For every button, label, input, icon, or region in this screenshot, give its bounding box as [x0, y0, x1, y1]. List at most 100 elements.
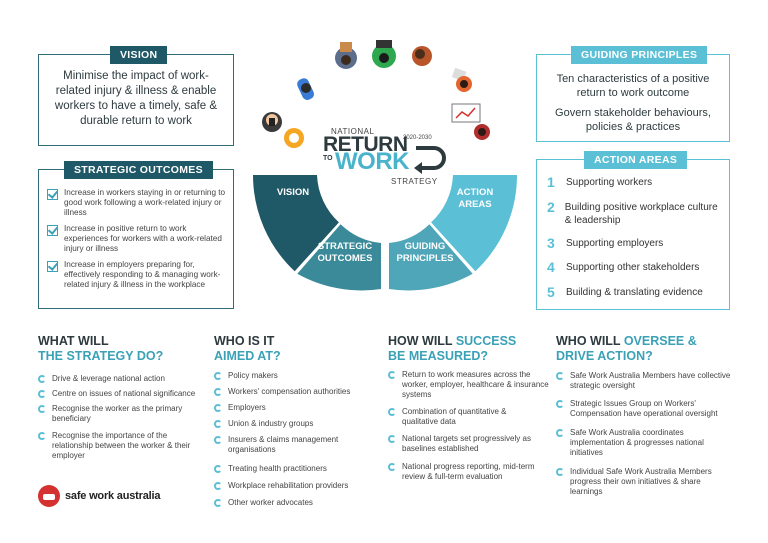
bullet-icon	[214, 465, 222, 473]
logo-text: safe work australia	[65, 490, 161, 502]
list-item: Treating health practitioners	[214, 464, 374, 474]
bullet-icon	[556, 400, 564, 408]
outcomes-segment-label: STRATEGIC OUTCOMES	[317, 241, 373, 264]
guiding-principles-segment	[389, 224, 473, 291]
action-item: 3 Supporting employers	[547, 235, 664, 251]
strategy-ring	[253, 175, 517, 291]
list-item: Combination of quantitative & qualitativ…	[388, 407, 538, 427]
oversee-column: WHO WILL OVERSEE & DRIVE ACTION?	[556, 334, 697, 364]
list-item: Drive & leverage national action	[38, 374, 208, 384]
list-item: Recognise the importance of the relation…	[38, 431, 198, 461]
action-item: 4 Supporting other stakeholders	[547, 259, 700, 275]
bullet-icon	[38, 432, 46, 440]
who-heading: WHO IS IT AIMED AT?	[214, 334, 281, 363]
bullet-icon	[388, 435, 396, 443]
strategic-outcomes-label: STRATEGIC OUTCOMES	[64, 161, 213, 179]
bullet-icon	[556, 372, 564, 380]
list-item: Policy makers	[214, 371, 374, 381]
list-item: Recognise the worker as the primary bene…	[38, 404, 198, 424]
how-column: HOW WILL SUCCESS BE MEASURED?	[388, 334, 516, 364]
return-arrow-icon	[414, 146, 446, 174]
bullet-icon	[214, 420, 222, 428]
list-item: Insurers & claims management organisatio…	[214, 435, 364, 455]
vision-segment	[253, 175, 339, 272]
list-item: Individual Safe Work Australia Members p…	[556, 467, 732, 497]
list-item: National progress reporting, mid-term re…	[388, 462, 550, 482]
action-number: 5	[547, 284, 555, 300]
title-strategy: STRATEGY	[391, 177, 438, 186]
title-work: WORK	[335, 148, 409, 175]
bullet-icon	[388, 408, 396, 416]
person-figure	[412, 46, 432, 66]
person-figure	[335, 42, 357, 69]
oversee-heading: WHO WILL OVERSEE & DRIVE ACTION?	[556, 334, 697, 363]
checkbox-icon	[47, 261, 58, 272]
bullet-icon	[556, 429, 564, 437]
safe-work-australia-logo: safe work australia	[38, 485, 160, 507]
title-to: TO	[323, 155, 333, 162]
list-item: Other worker advocates	[214, 498, 374, 508]
action-number: 4	[547, 259, 555, 275]
bullet-icon	[214, 436, 222, 444]
list-item: Safe Work Australia Members have collect…	[556, 371, 732, 391]
whiteboard-figure	[451, 103, 490, 140]
person-figure	[372, 40, 396, 68]
title-years: 2020-2030	[403, 135, 432, 141]
bullet-icon	[38, 405, 46, 413]
guiding-principles-text-1: Ten characteristics of a positive return…	[556, 73, 710, 99]
checkbox-icon	[47, 189, 58, 200]
action-number: 3	[547, 235, 555, 251]
bullet-icon	[214, 482, 222, 490]
strategic-outcomes-panel: Increase in workers staying in or return…	[38, 169, 234, 309]
action-areas-panel: 1 Supporting workers 2 Building positive…	[536, 159, 730, 310]
actions-segment-label: ACTION AREAS	[456, 187, 494, 210]
action-item: 1 Supporting workers	[547, 174, 653, 190]
list-item: Workplace rehabilitation providers	[214, 481, 374, 491]
vision-segment-label: VISION	[276, 187, 310, 198]
strategic-outcomes-segment	[297, 224, 381, 291]
guiding-principles-label: GUIDING PRINCIPLES	[571, 46, 708, 64]
action-areas-label: ACTION AREAS	[584, 151, 688, 169]
vision-text: Minimise the impact of work-related inju…	[54, 70, 218, 127]
how-heading: HOW WILL SUCCESS BE MEASURED?	[388, 334, 517, 363]
what-column: WHAT WILL THE STRATEGY DO?	[38, 334, 163, 364]
bullet-icon	[388, 371, 396, 379]
title-national: NATIONAL	[331, 127, 375, 136]
bullet-icon	[556, 468, 564, 476]
list-item: Workers' compensation authorities	[214, 387, 374, 397]
bullet-icon	[38, 375, 46, 383]
outcome-item: Increase in workers staying in or return…	[47, 188, 227, 218]
outcome-item: Increase in positive return to work expe…	[47, 224, 227, 254]
person-figure	[451, 67, 472, 92]
action-areas-segment	[431, 175, 517, 272]
guiding-principles-panel: Ten characteristics of a positive return…	[536, 54, 730, 142]
list-item: Strategic Issues Group on Workers' Compe…	[556, 399, 736, 419]
checkbox-icon	[47, 225, 58, 236]
title-return: RETURN	[323, 133, 408, 156]
people-illustration	[262, 40, 490, 148]
list-item: Union & industry groups	[214, 419, 374, 429]
list-item: Safe Work Australia coordinates implemen…	[556, 428, 732, 458]
bullet-icon	[38, 390, 46, 398]
action-item: 5 Building & translating evidence	[547, 284, 703, 300]
principles-segment-label: GUIDING PRINCIPLES	[396, 241, 454, 264]
who-column: WHO IS IT AIMED AT?	[214, 334, 281, 364]
list-item: Return to work measures across the worke…	[388, 370, 550, 400]
person-figure	[297, 78, 315, 100]
action-item: 2 Building positive workplace culture & …	[547, 199, 718, 226]
outcome-item: Increase in employers preparing for, eff…	[47, 260, 227, 290]
vision-label: VISION	[110, 46, 168, 64]
logo-icon	[38, 485, 60, 507]
bullet-icon	[214, 404, 222, 412]
what-heading: WHAT WILL THE STRATEGY DO?	[38, 334, 164, 363]
action-number: 2	[547, 199, 555, 215]
vision-panel: Minimise the impact of work-related inju…	[38, 54, 234, 146]
person-figure	[284, 128, 304, 148]
bullet-icon	[214, 499, 222, 507]
bullet-icon	[388, 463, 396, 471]
list-item: Employers	[214, 403, 374, 413]
person-figure	[262, 112, 282, 132]
list-item: National targets set progressively as ba…	[388, 434, 548, 454]
bullet-icon	[214, 388, 222, 396]
bullet-icon	[214, 372, 222, 380]
